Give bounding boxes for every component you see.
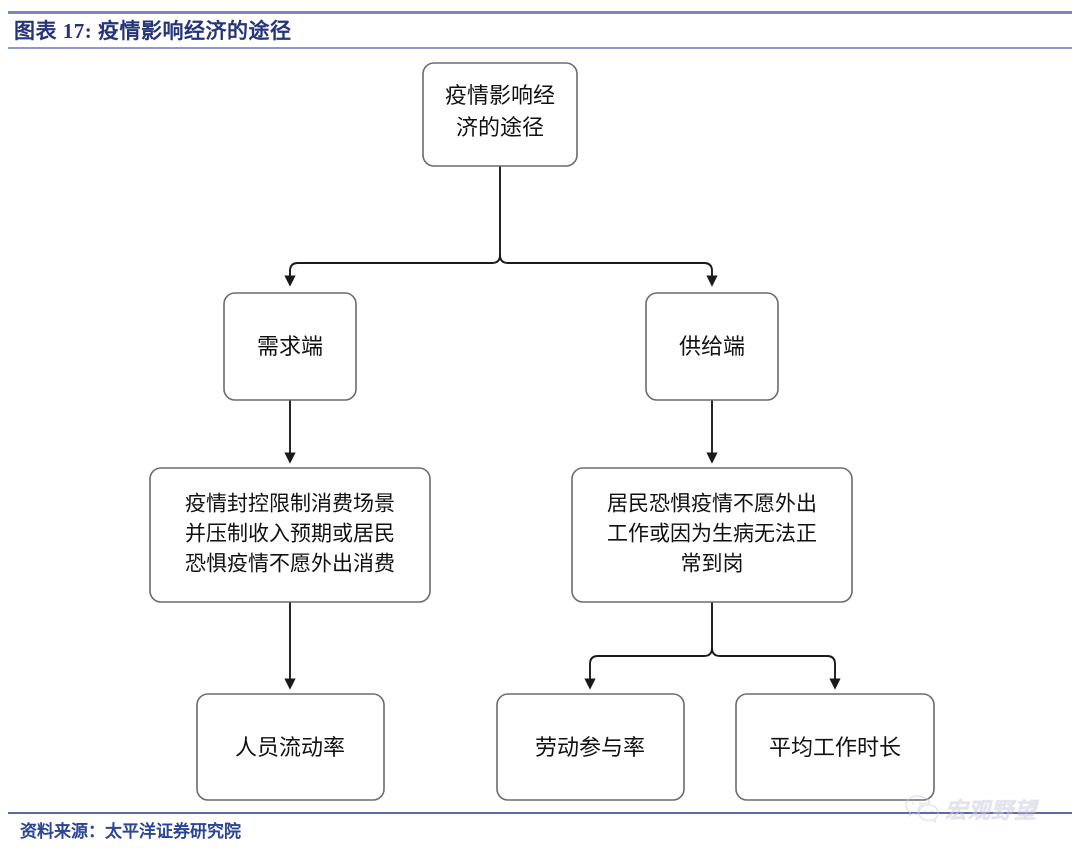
node-supply-detail-label-line2: 工作或因为生病无法正 xyxy=(607,523,817,546)
edge-root-to-supply xyxy=(499,254,718,287)
flowchart-canvas: 疫情影响经 济的途径 需求端 供给端 疫情封控限制消费场景 并压制收入预期或居民… xyxy=(0,50,1080,812)
edge-root-split xyxy=(284,166,501,287)
node-hours-label: 平均工作时长 xyxy=(769,735,901,760)
node-demand-label: 需求端 xyxy=(257,334,323,359)
node-demand-detail-label-line2: 并压制收入预期或居民 xyxy=(185,523,395,546)
node-demand-detail[interactable]: 疫情封控限制消费场景 并压制收入预期或居民 恐惧疫情不愿外出消费 xyxy=(149,467,431,603)
node-mobility[interactable]: 人员流动率 xyxy=(196,693,385,801)
node-demand-detail-label-line1: 疫情封控限制消费场景 xyxy=(185,493,395,516)
node-demand-detail-shape xyxy=(149,467,431,603)
edge-supply-detail-split-left xyxy=(584,602,713,690)
node-root-shape xyxy=(422,62,578,167)
node-mobility-shape xyxy=(196,693,385,801)
node-root-label-line2: 济的途径 xyxy=(456,115,544,140)
source-note: 资料来源：太平洋证券研究院 xyxy=(20,822,241,841)
node-supply-label: 供给端 xyxy=(679,334,745,359)
node-mobility-label: 人员流动率 xyxy=(235,735,345,760)
node-supply-detail-label-line1: 居民恐惧疫情不愿外出 xyxy=(607,493,817,516)
node-supply-detail-shape xyxy=(571,467,853,603)
node-participation-label: 劳动参与率 xyxy=(535,735,645,760)
node-hours-shape xyxy=(735,693,935,801)
node-demand-detail-label-line3: 恐惧疫情不愿外出消费 xyxy=(185,553,395,576)
node-supply-shape xyxy=(645,292,779,401)
node-demand[interactable]: 需求端 xyxy=(223,292,357,401)
node-participation[interactable]: 劳动参与率 xyxy=(496,693,685,801)
node-supply-detail-label-line3: 常到岗 xyxy=(681,553,744,576)
edge-supply-detail-split-right xyxy=(711,647,841,690)
footer-rule xyxy=(8,812,1072,814)
header-rule-bottom xyxy=(8,47,1072,49)
node-supply[interactable]: 供给端 xyxy=(645,292,779,401)
header-rule-top xyxy=(8,11,1072,14)
node-hours[interactable]: 平均工作时长 xyxy=(735,693,935,801)
node-participation-shape xyxy=(496,693,685,801)
node-root-label-line1: 疫情影响经 xyxy=(445,83,555,108)
node-demand-shape xyxy=(223,292,357,401)
node-supply-detail[interactable]: 居民恐惧疫情不愿外出 工作或因为生病无法正 常到岗 xyxy=(571,467,853,603)
node-root[interactable]: 疫情影响经 济的途径 xyxy=(422,62,578,167)
page-title: 图表 17: 疫情影响经济的途径 xyxy=(14,19,292,43)
